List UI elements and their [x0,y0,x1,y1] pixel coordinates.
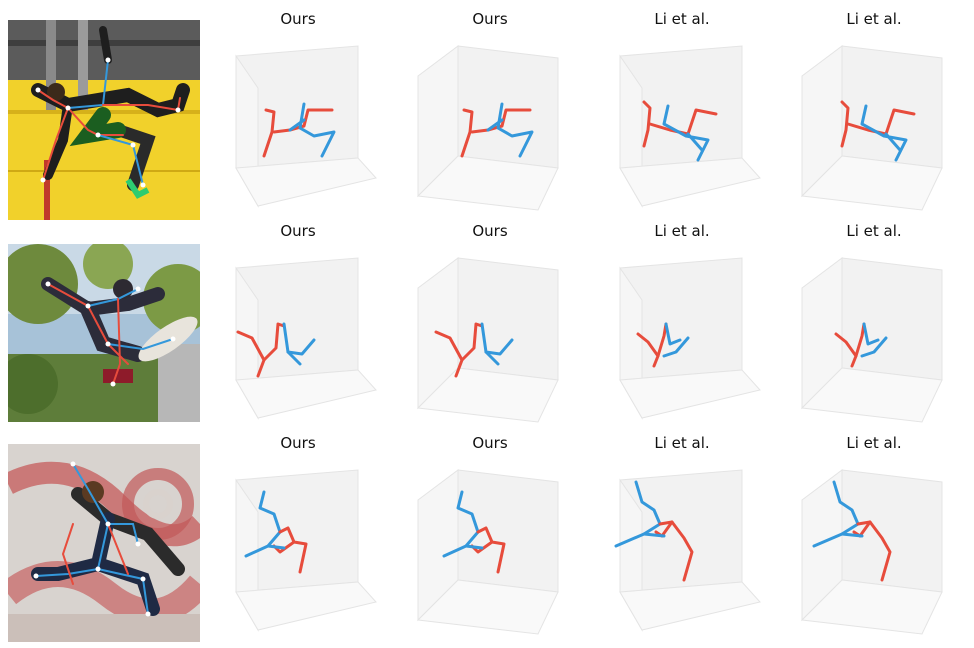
left-limb-line [642,100,652,148]
cell-title: Ours [280,222,316,240]
left-limb-line [236,330,266,378]
right-limb-line [282,322,316,356]
right-limb-line [480,322,514,356]
pose-cell-2-3: Li et al. [592,222,772,436]
pose-3d-plot [235,45,377,208]
cube-floor-pane [800,155,943,211]
input-photo-3 [8,444,200,642]
left-limb-line [434,330,464,378]
row-2: Ours Ours Li et al. Li et al. [0,222,974,436]
right-limb-line [614,480,662,548]
cube-back-pane [457,45,559,169]
pose-3d-plot [416,45,559,211]
right-limb-line [862,322,880,346]
left-limb-line [272,108,334,134]
cube-floor-pane [619,369,761,419]
pose-cell-2-1: Ours [208,222,388,436]
cell-title: Li et al. [846,10,902,28]
pose-cell-3-3: Li et al. [592,434,772,648]
cube-floor-pane [800,579,943,635]
pose-cell-2-4: Li et al. [784,222,964,436]
pose-3d-plot [619,45,761,208]
right-limb-line [662,336,690,358]
right-limb-line [244,490,282,558]
cell-title: Li et al. [654,10,710,28]
pose-cell-3-2: Ours [400,434,580,648]
cube-floor-pane [235,581,377,631]
cell-title: Ours [472,10,508,28]
cell-title: Li et al. [846,434,902,452]
pose-3d-plot [235,257,377,420]
pose-3d-plot [614,469,761,632]
right-limb-line [662,104,710,162]
cube-floor-pane [235,157,377,207]
left-limb-line [460,108,474,158]
right-limb-line [288,118,306,132]
row-3: Ours Ours Li et al. Li et al. [0,434,974,648]
right-limb-line [484,350,500,366]
cell-title: Li et al. [846,222,902,240]
cell-title: Ours [472,434,508,452]
cell-title: Li et al. [654,222,710,240]
right-limb-line [642,532,666,538]
cube-floor-pane [619,157,761,207]
right-limb-line [486,118,504,132]
pose-cell-1-1: Ours [208,10,388,224]
cell-title: Ours [280,10,316,28]
cell-title: Li et al. [654,434,710,452]
cube-floor-pane [619,581,761,631]
right-limb-line [464,544,484,550]
right-limb-line [686,132,704,152]
right-limb-line [812,480,860,548]
right-limb-line [840,532,864,538]
cube-back-pane [457,469,559,593]
right-limb-line [860,336,888,358]
pose-3d-plot [800,469,943,635]
cube-back-pane [841,469,943,593]
input-photo-1 [8,20,200,220]
cube-floor-pane [416,579,559,635]
pose-3d-plot [800,45,943,211]
left-limb-line [460,322,484,362]
right-limb-line [496,102,534,158]
pose-cell-1-2: Ours [400,10,580,224]
left-limb-line [856,520,892,582]
pose-cell-1-4: Li et al. [784,10,964,224]
cube-floor-pane [800,367,943,423]
pose-3d-plot [800,257,943,423]
pose-3d-plot [235,469,377,632]
cube-floor-pane [416,155,559,211]
left-limb-line [262,322,286,362]
pose-cell-1-3: Li et al. [592,10,772,224]
left-limb-line [658,520,694,582]
right-limb-line [442,490,480,558]
input-photo-2 [8,244,200,422]
pose-3d-plot [416,469,559,635]
cube-floor-pane [235,369,377,419]
left-limb-line [834,332,858,368]
cell-title: Ours [280,434,316,452]
right-limb-line [298,102,336,158]
pose-cell-2-2: Ours [400,222,580,436]
pose-3d-plot [619,257,761,420]
left-limb-line [470,108,532,134]
right-limb-line [266,544,286,550]
left-limb-line [636,332,660,368]
right-limb-line [664,322,682,346]
cube-back-pane [841,45,943,169]
row-1: Ours Ours Li et al. Li et al. [0,10,974,224]
cube-back-pane [841,257,943,381]
cube-back-pane [457,257,559,381]
cell-title: Ours [472,222,508,240]
right-limb-line [286,350,302,366]
pose-3d-plot [416,257,559,423]
cube-floor-pane [416,367,559,423]
right-limb-line [884,132,902,152]
pose-cell-3-4: Li et al. [784,434,964,648]
left-limb-line [262,108,276,158]
left-limb-line [840,100,850,148]
pose-cell-3-1: Ours [208,434,388,648]
right-limb-line [860,104,908,162]
